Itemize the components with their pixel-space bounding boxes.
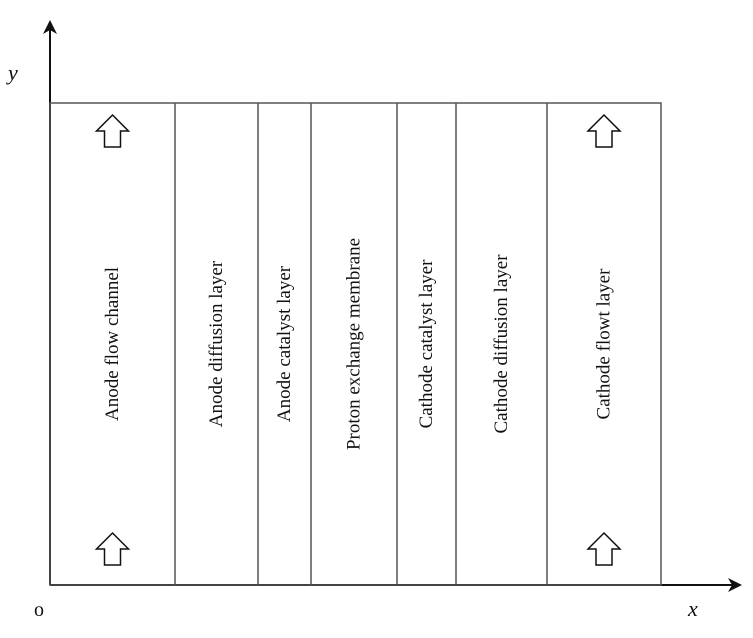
layer-label-anode-catalyst-layer: Anode catalyst layer: [274, 265, 295, 422]
layer-label-cathode-catalyst-layer: Cathode catalyst layer: [416, 259, 437, 428]
layer-stack-frame: [49, 102, 662, 586]
x-axis-label: x: [687, 596, 698, 621]
layer-label-anode-flow-channel: Anode flow channel: [102, 267, 123, 421]
y-axis-label: y: [6, 60, 18, 85]
bottom-flow-arrow-icon: [94, 531, 131, 566]
layers-group: Anode flow channel Anode diffusion layer A…: [94, 103, 622, 585]
top-flow-arrow-icon: [586, 113, 622, 148]
top-flow-arrow-icon: [94, 113, 131, 148]
layer-label-cathode-diffusion-layer: Cathode diffusion layer: [491, 254, 512, 434]
layer-label-cathode-flowt-layer: Cathode flowt layer: [594, 268, 615, 420]
layer-label-proton-exchange-membrane: Proton exchange membrane: [344, 238, 365, 450]
origin-label: o: [34, 599, 44, 621]
bottom-flow-arrow-icon: [586, 531, 622, 566]
layer-label-anode-diffusion-layer: Anode diffusion layer: [206, 260, 227, 427]
